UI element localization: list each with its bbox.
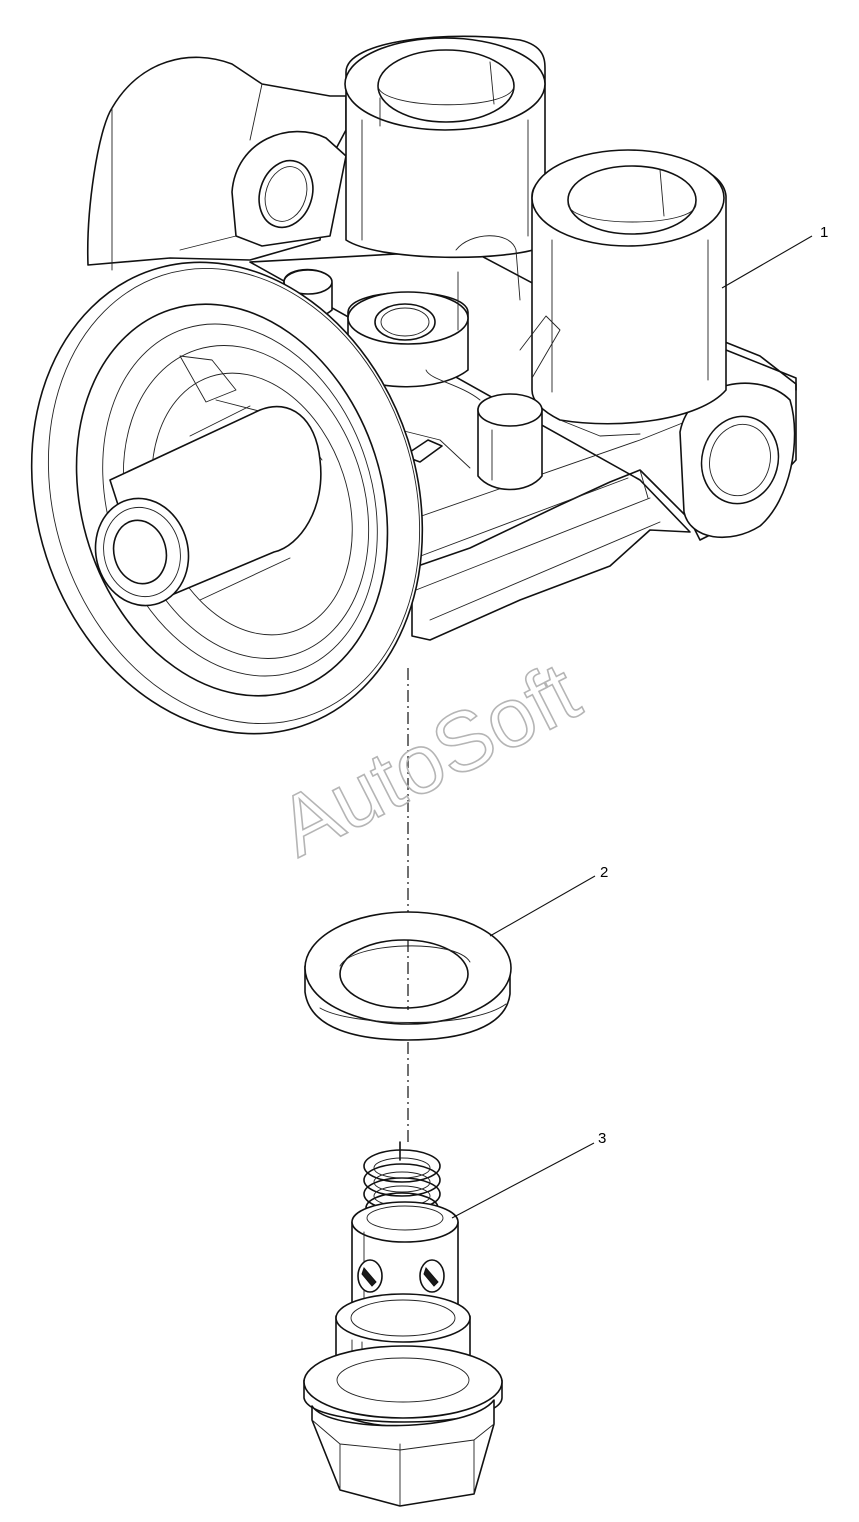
washer-inner-bore (339, 939, 469, 1009)
mounting-hole-right (700, 415, 780, 505)
relief-valve-part (303, 1141, 503, 1507)
port-bore-right (567, 165, 697, 235)
callout-1: 1 (721, 224, 828, 289)
callout-2: 2 (489, 864, 608, 937)
filter-head-part (30, 35, 797, 735)
callout-number-2: 2 (600, 864, 608, 881)
callout-number-1: 1 (820, 224, 828, 241)
center-stud (94, 405, 322, 607)
callout-number-3: 3 (598, 1130, 606, 1147)
sealing-washer-part (304, 911, 512, 1041)
callout-3: 3 (451, 1130, 606, 1219)
port-bore-upper (377, 49, 515, 123)
hex-head (311, 1399, 495, 1507)
